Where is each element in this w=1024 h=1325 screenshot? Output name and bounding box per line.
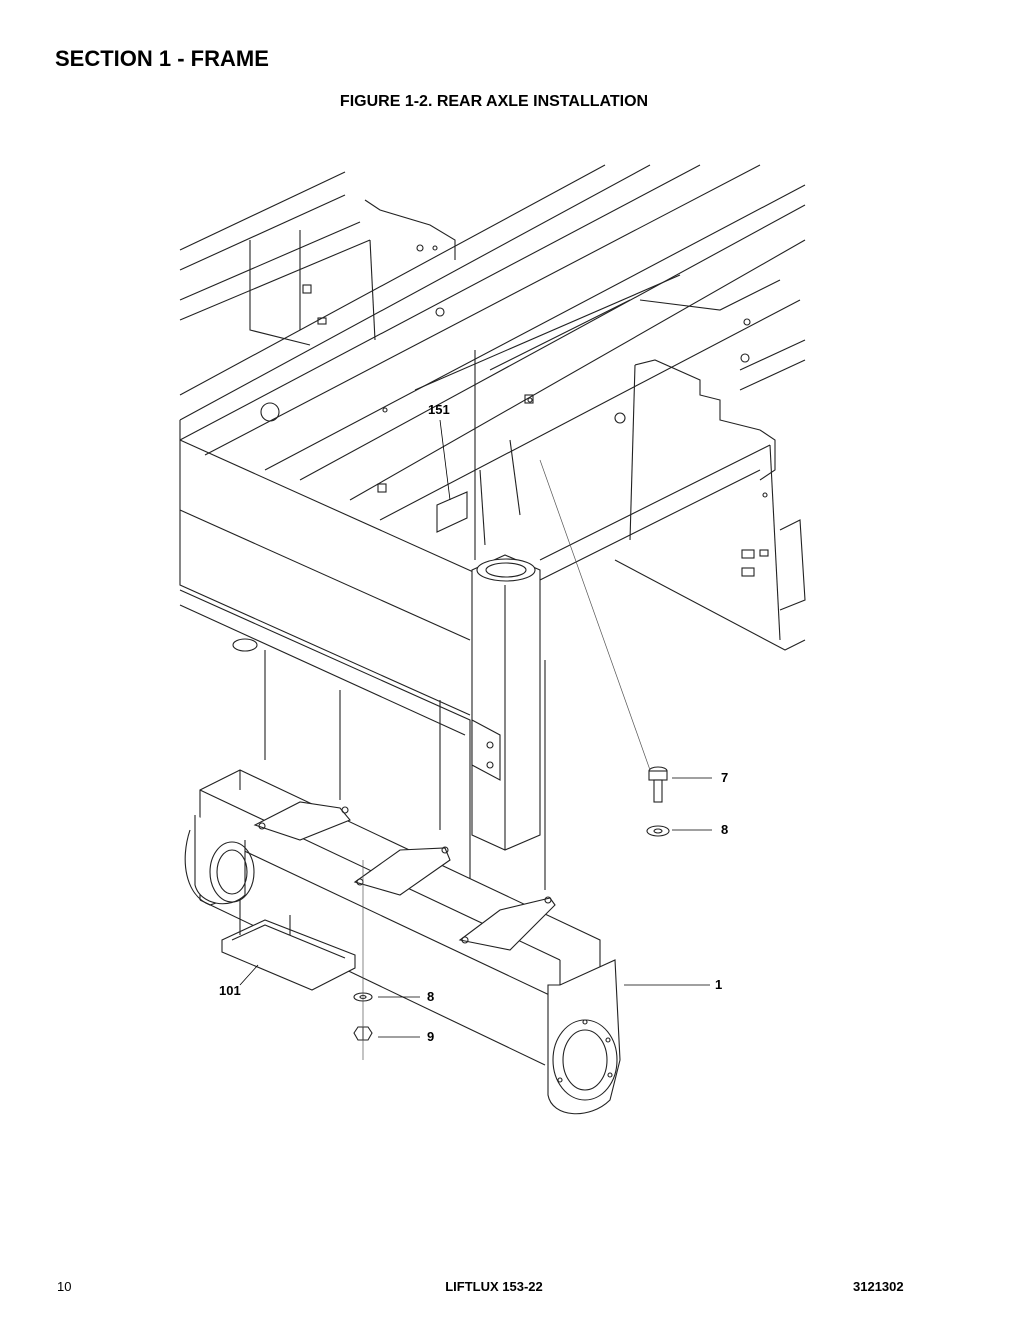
bolt-7	[648, 766, 668, 803]
model-name: LIFTLUX 153-22	[445, 1279, 543, 1294]
pivot-post	[471, 554, 541, 851]
axle-mount-plates	[253, 801, 556, 951]
pad-101	[221, 900, 356, 991]
assembly-lines	[362, 459, 651, 1060]
callout-8-upper: 8	[721, 822, 729, 837]
leader-lines	[239, 419, 712, 1038]
callout-151: 151	[428, 402, 450, 417]
callout-9: 9	[427, 1029, 435, 1044]
frame-rails	[179, 164, 806, 521]
document-number: 3121302	[853, 1279, 904, 1294]
figure-title: FIGURE 1-2. REAR AXLE INSTALLATION	[339, 93, 649, 110]
washer-8-upper	[646, 825, 670, 837]
callout-8-lower: 8	[427, 989, 435, 1004]
callout-1: 1	[715, 977, 723, 992]
frame-holes	[260, 244, 769, 577]
page-number: 10	[57, 1279, 72, 1294]
data-plate-151	[436, 491, 468, 533]
callout-7: 7	[721, 770, 729, 785]
section-title: SECTION 1 - FRAME	[55, 46, 269, 71]
frame-body	[179, 199, 806, 745]
callout-101: 101	[219, 983, 241, 998]
